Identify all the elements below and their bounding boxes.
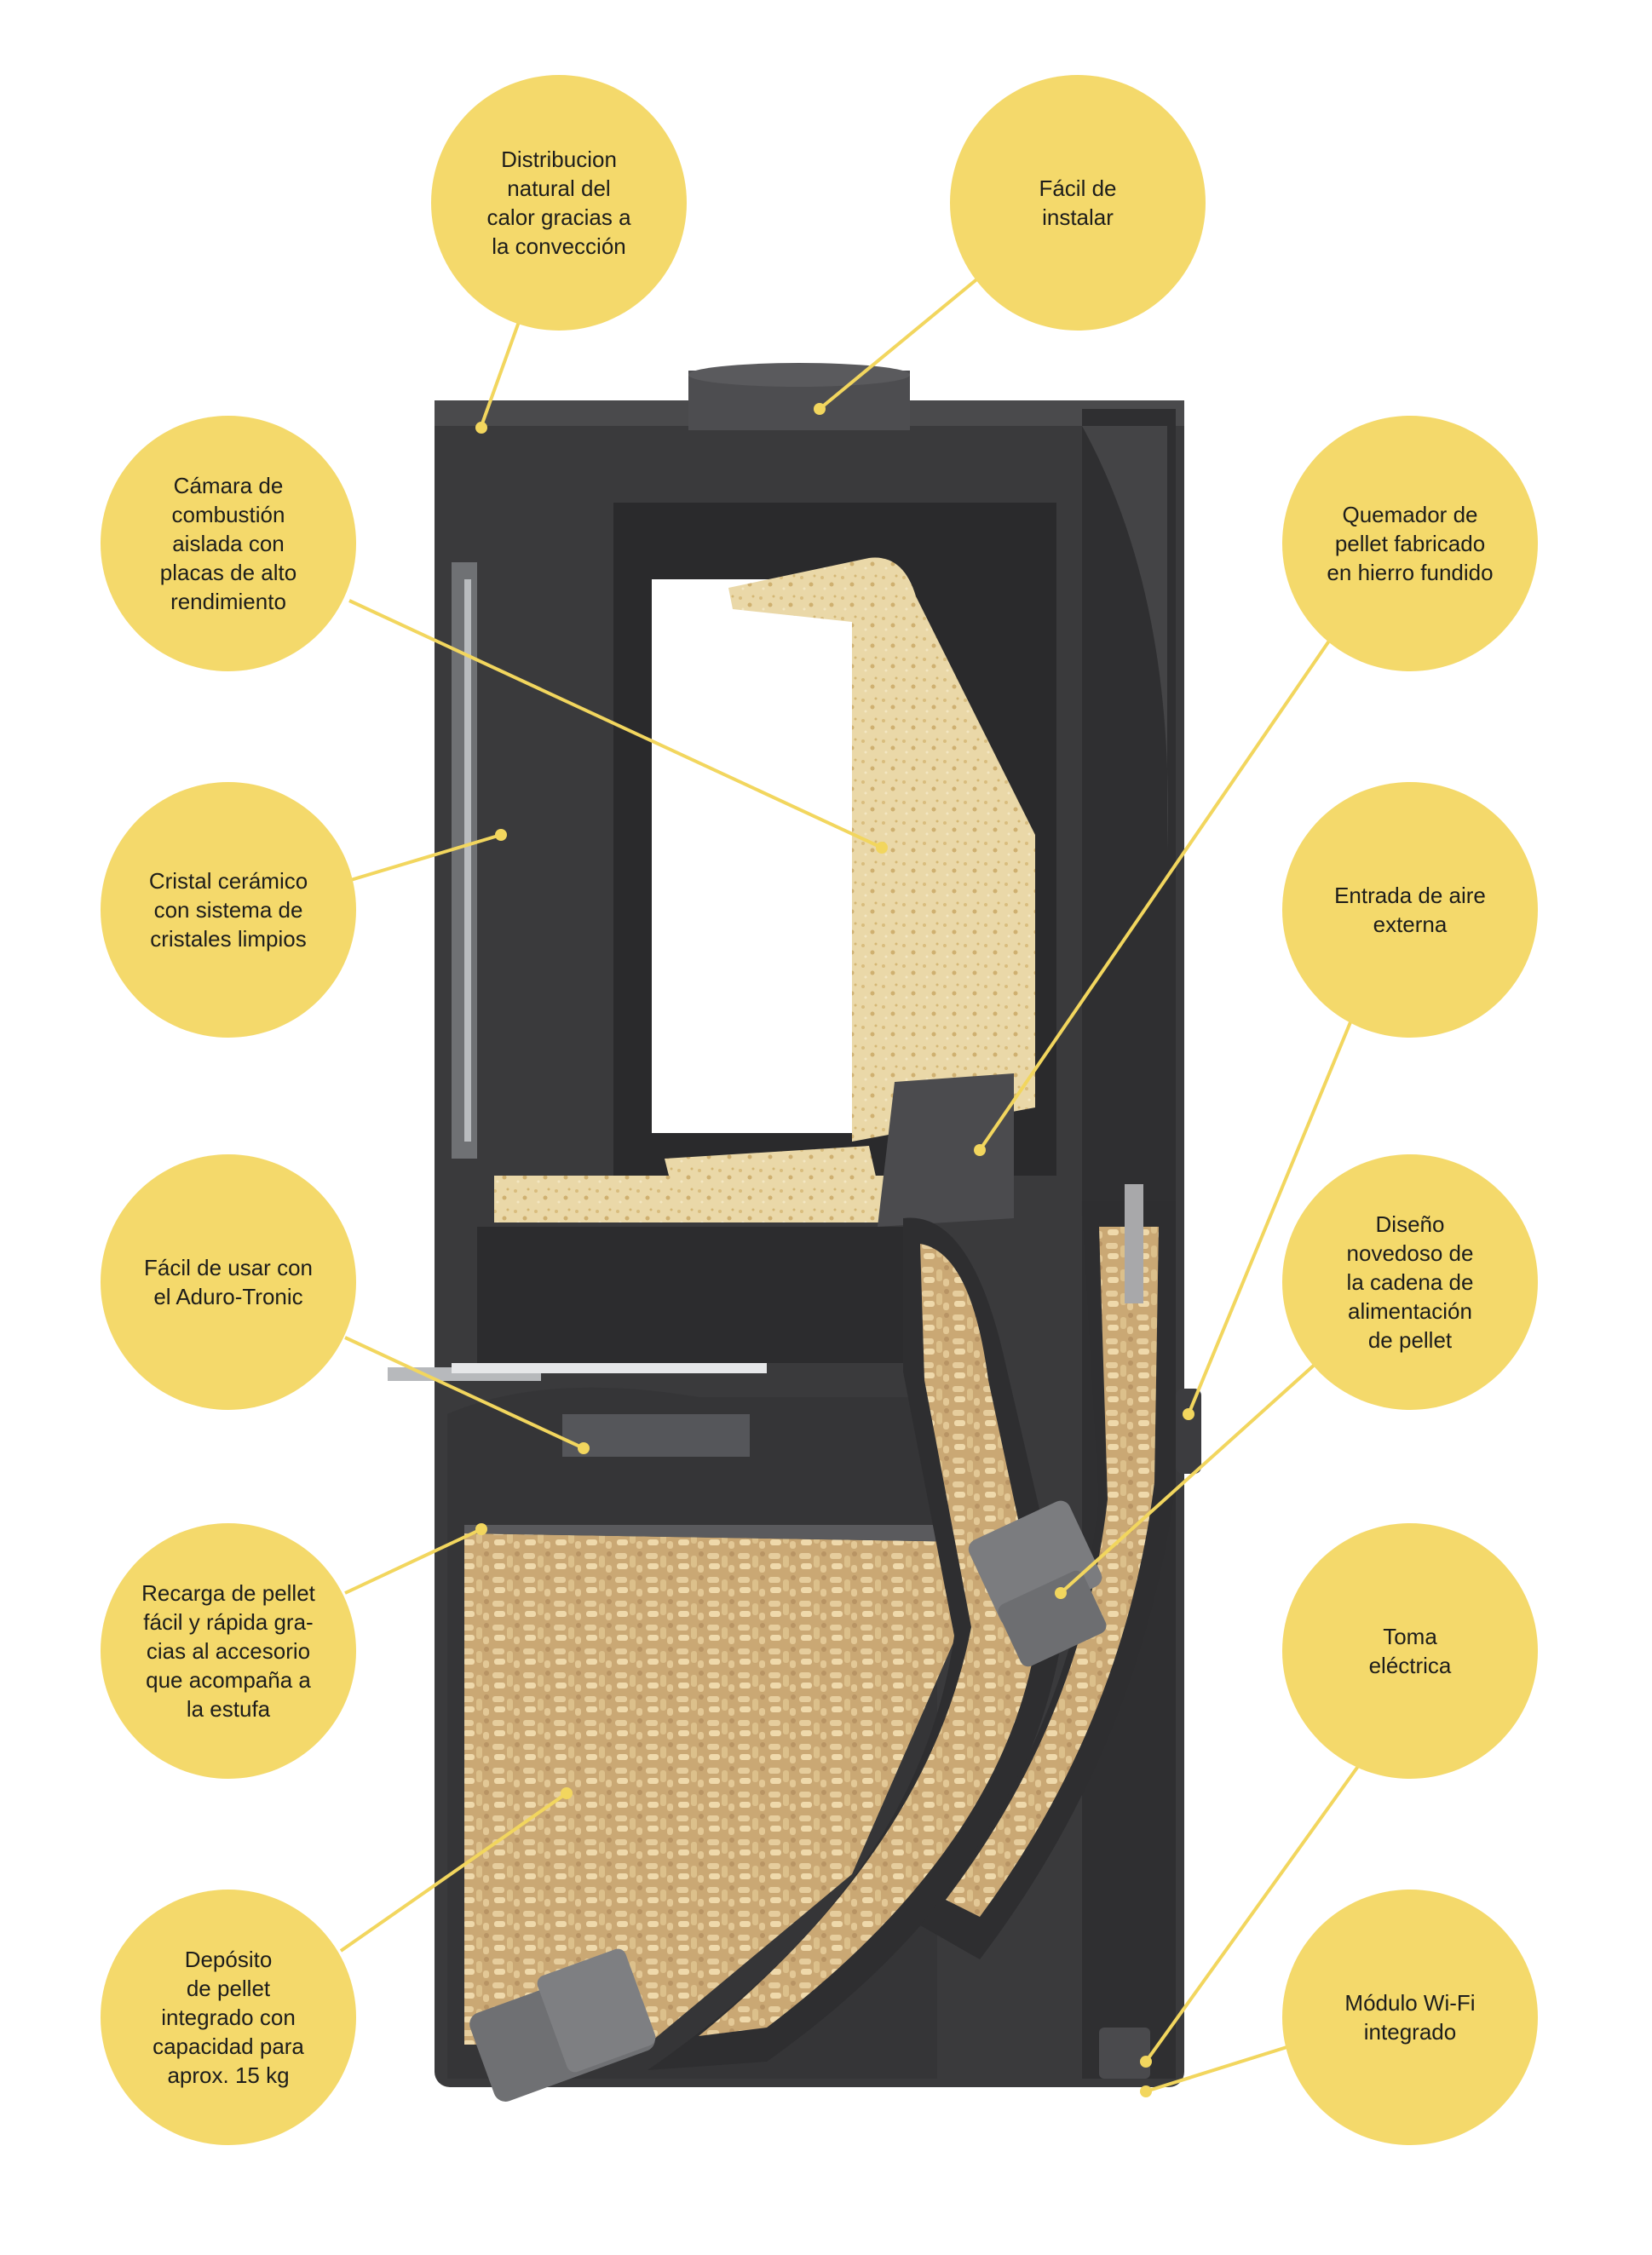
firebox bbox=[477, 503, 1056, 1363]
leader-tronic bbox=[344, 1336, 584, 1450]
callout-convection: Distribucion natural del calor gracias a… bbox=[431, 75, 687, 331]
callout-air-text: Entrada de aire externa bbox=[1334, 883, 1486, 937]
callout-tank-text: Depósito de pellet integrado con capacid… bbox=[153, 1947, 304, 2088]
feed-chain bbox=[648, 1184, 1201, 2070]
pellet-hopper bbox=[447, 1387, 971, 2079]
leader-lines bbox=[339, 275, 1365, 2093]
callout-chain: Diseño novedoso de la cadena de alimenta… bbox=[1282, 1154, 1538, 1410]
leader-tank bbox=[339, 1792, 568, 1953]
callout-air: Entrada de aire externa bbox=[1282, 782, 1538, 1038]
callout-tronic: Fácil de usar con el Aduro-Tronic bbox=[101, 1154, 356, 1410]
leader-glass bbox=[344, 833, 502, 883]
callout-socket: Toma eléctrica bbox=[1282, 1523, 1538, 1779]
leader-install bbox=[818, 275, 981, 411]
callout-refill: Recarga de pellet fácil y rápida gra- ci… bbox=[101, 1523, 356, 1779]
callout-install-text: Fácil de instalar bbox=[1039, 175, 1117, 230]
leader-refill bbox=[344, 1527, 482, 1595]
leader-chain bbox=[1059, 1361, 1318, 1595]
callout-chain-text: Diseño novedoso de la cadena de alimenta… bbox=[1346, 1211, 1474, 1353]
callout-wifi-text: Módulo Wi-Fi integrado bbox=[1344, 1990, 1476, 2045]
auger-motor bbox=[469, 1948, 1150, 2102]
callout-burner: Quemador de pellet fabricado en hierro f… bbox=[1282, 416, 1538, 671]
leader-socket bbox=[1144, 1757, 1365, 2063]
callout-tronic-text: Fácil de usar con el Aduro-Tronic bbox=[144, 1255, 313, 1309]
callout-install: Fácil de instalar bbox=[950, 75, 1206, 331]
leader-wifi bbox=[1145, 2043, 1296, 2093]
leader-chamber bbox=[348, 599, 883, 849]
callout-chamber: Cámara de combustión aislada con placas … bbox=[101, 416, 356, 671]
callout-chamber-text: Cámara de combustión aislada con placas … bbox=[159, 473, 297, 614]
leader-dots bbox=[475, 403, 1194, 2097]
callout-refill-text: Recarga de pellet fácil y rápida gra- ci… bbox=[141, 1580, 315, 1722]
leader-burner bbox=[978, 633, 1335, 1152]
leader-air bbox=[1187, 1021, 1352, 1415]
callout-wifi: Módulo Wi-Fi integrado bbox=[1282, 1890, 1538, 2145]
callout-burner-text: Quemador de pellet fabricado en hierro f… bbox=[1327, 502, 1494, 585]
leader-convection bbox=[480, 319, 521, 427]
callout-glass: Cristal cerámico con sistema de cristale… bbox=[101, 782, 356, 1038]
callout-convection-text: Distribucion natural del calor gracias a… bbox=[486, 147, 631, 259]
callout-socket-text: Toma eléctrica bbox=[1368, 1624, 1452, 1678]
control-shelf bbox=[388, 1363, 767, 1457]
callout-glass-text: Cristal cerámico con sistema de cristale… bbox=[148, 868, 308, 952]
callout-tank: Depósito de pellet integrado con capacid… bbox=[101, 1890, 356, 2145]
